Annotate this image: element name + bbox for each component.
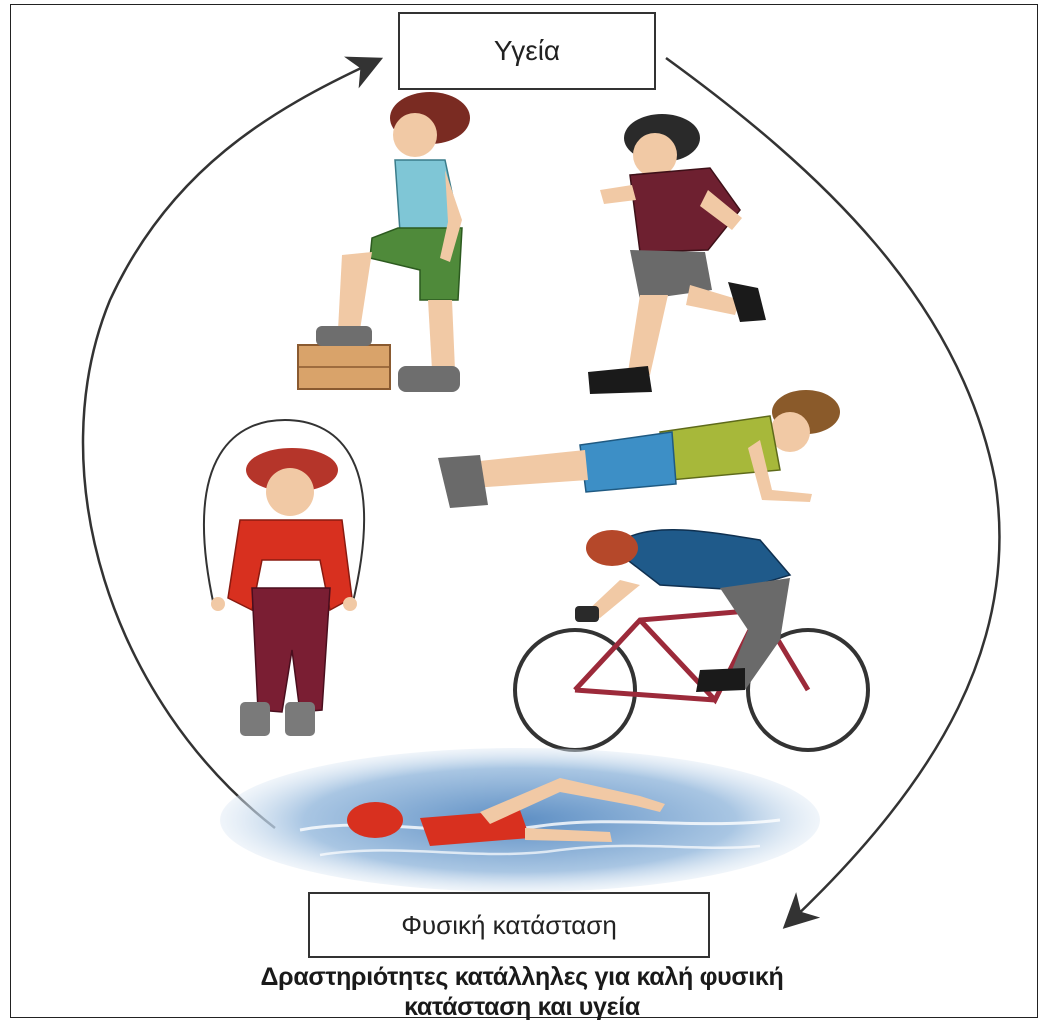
step-up-girl-illustration xyxy=(298,92,470,392)
health-label: Υγεία xyxy=(494,35,560,67)
fitness-label: Φυσική κατάσταση xyxy=(401,910,617,941)
caption-line-1: Δραστηριότητες κατάλληλες για καλή φυσικ… xyxy=(160,962,884,992)
running-boy-illustration xyxy=(588,114,766,394)
cyclist-illustration xyxy=(515,530,868,750)
health-label-box: Υγεία xyxy=(398,12,656,90)
caption-line-2: κατάσταση και υγεία xyxy=(160,992,884,1022)
fitness-label-box: Φυσική κατάσταση xyxy=(308,892,710,958)
push-up-boy-illustration xyxy=(438,390,840,508)
caption: Δραστηριότητες κατάλληλες για καλή φυσικ… xyxy=(160,962,884,1022)
arrow-fitness-to-health xyxy=(83,62,374,828)
jump-rope-girl-illustration xyxy=(204,420,364,736)
swimmer-illustration xyxy=(220,748,820,892)
